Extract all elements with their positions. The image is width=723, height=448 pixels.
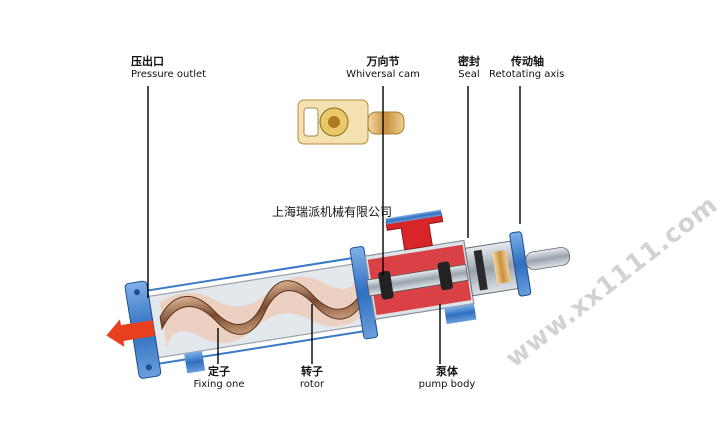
label-seal-en: Seal	[458, 68, 480, 80]
label-seal-zh: 密封	[458, 55, 480, 68]
label-universal-cam-zh: 万向节	[366, 55, 400, 68]
seal-housing	[464, 240, 519, 297]
label-pressure-outlet-zh: 压出口	[131, 55, 164, 68]
label-drive-shaft-en: Retotating axis	[489, 68, 565, 80]
label-stator-en: Fixing one	[193, 378, 245, 390]
screw-pump-diagram	[106, 86, 571, 379]
tie-rod-top	[137, 256, 356, 294]
label-stator: 定子 Fixing one	[188, 365, 250, 390]
label-pump-body-zh: 泵体	[436, 365, 458, 378]
label-rotor-en: rotor	[299, 378, 325, 390]
leader-lines	[147, 86, 521, 364]
label-pump-body-en: pump body	[418, 378, 476, 390]
label-rotor: 转子 rotor	[290, 365, 334, 390]
label-pump-body: 泵体 pump body	[412, 365, 482, 390]
label-stator-zh: 定子	[208, 365, 230, 378]
label-pressure-outlet-en: Pressure outlet	[131, 68, 207, 80]
label-drive-shaft-zh: 传动轴	[511, 55, 544, 68]
outlet-flow-arrow	[106, 319, 156, 347]
label-rotor-zh: 转子	[301, 365, 323, 378]
label-universal-cam-en: Whiversal cam	[346, 68, 420, 80]
label-pressure-outlet: 压出口 Pressure outlet	[131, 55, 207, 80]
label-drive-shaft: 传动轴 Retotating axis	[489, 55, 565, 80]
drive-shaft	[525, 246, 571, 271]
support-foot-left	[184, 350, 206, 374]
label-universal-cam: 万向节 Whiversal cam	[343, 55, 423, 80]
universal-joint-inset	[297, 99, 405, 145]
company-name: 上海瑞派机械有限公司	[272, 205, 393, 219]
support-foot-right	[444, 303, 477, 325]
label-seal: 密封 Seal	[452, 55, 486, 80]
pump-assembly	[106, 209, 571, 379]
